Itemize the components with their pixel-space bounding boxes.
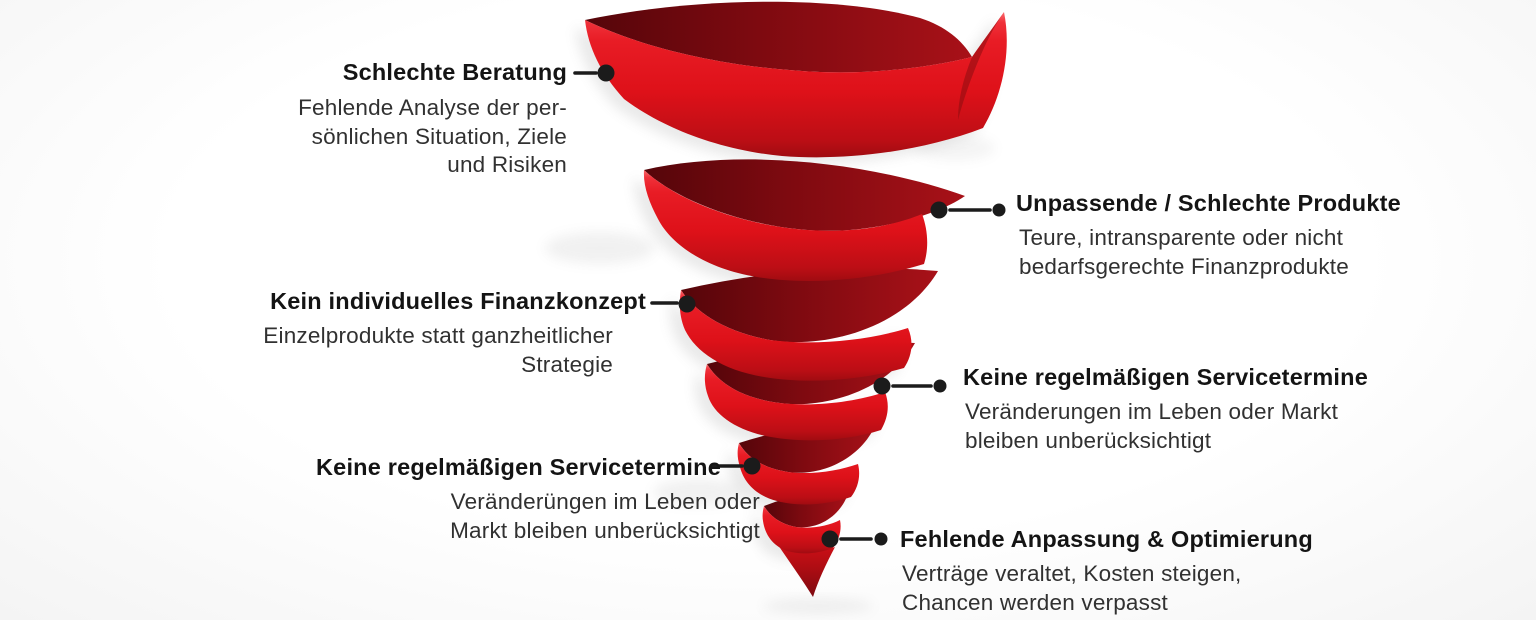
label-line: Teure, intransparente oder nicht [1019,225,1344,250]
label-line: Einzelprodukte statt ganzheitlicher [263,323,613,348]
label-fehlende-anpassung: Fehlende Anpassung & Optimierung Verträg… [900,524,1360,617]
connector-dot-right-3a [821,530,839,548]
label-title: Keine regelmäßigen Servicetermine [963,364,1368,390]
connector-dot-right-2a [873,377,891,395]
funnel-turn-2-inner [644,159,965,231]
label-line: Veränderungen im Leben oder Markt [965,399,1339,424]
label-line: Chancen werden verpasst [902,589,1168,615]
connector-dot-left-2 [678,295,696,313]
label-schlechte-beratung: Schlechte Beratung Fehlende Analyse der … [230,57,567,180]
label-line: bleiben unberücksichtigt [965,427,1212,453]
soft-shadows [545,19,997,614]
connector-dot-right-1a [930,201,948,219]
label-kein-finanzkonzept: Kein individuelles Finanzkonzept Einzelp… [225,286,646,379]
connector-dot-right-3b [874,532,888,546]
label-title: Fehlende Anpassung & Optimierung [900,526,1313,552]
label-unpassende-produkte: Unpassende / Schlechte Produkte Teure, i… [1016,188,1456,281]
label-line: Strategie [521,351,613,377]
label-line: Fehlende Analyse der per- [298,95,567,120]
funnel-spiral [585,1,1007,597]
label-title: Keine regelmäßigen Servicetermine [316,454,721,480]
connectors [573,64,1006,548]
label-line: und Risiken [447,152,567,177]
label-title: Unpassende / Schlechte Produkte [1016,190,1401,216]
label-line: Veränderüngen im Leben oder [450,489,760,514]
label-title: Kein individuelles Finanzkonzept [270,288,646,314]
connector-dot-right-1b [992,203,1006,217]
label-line: bedarfsgerechte Finanzprodukte [1019,253,1349,279]
label-title: Schlechte Beratung [342,59,567,85]
connector-dot-left-3 [743,457,761,475]
funnel-turn-3-inner [681,268,938,343]
label-line: Markt bleiben unberücksichtigt [450,517,760,543]
connector-dot-right-2b [933,379,947,393]
label-line: Verträge veraltet, Kosten steigen, [902,561,1242,586]
label-keine-servicetermine-links: Keine regelmäßigen Servicetermine Veränd… [316,452,760,545]
label-keine-servicetermine-rechts: Keine regelmäßigen Servicetermine Veränd… [963,362,1403,455]
label-line: sönlichen Situation, Ziele [311,123,567,149]
connector-dot-left-1 [597,64,615,82]
funnel-turn-1-inner [585,1,972,73]
